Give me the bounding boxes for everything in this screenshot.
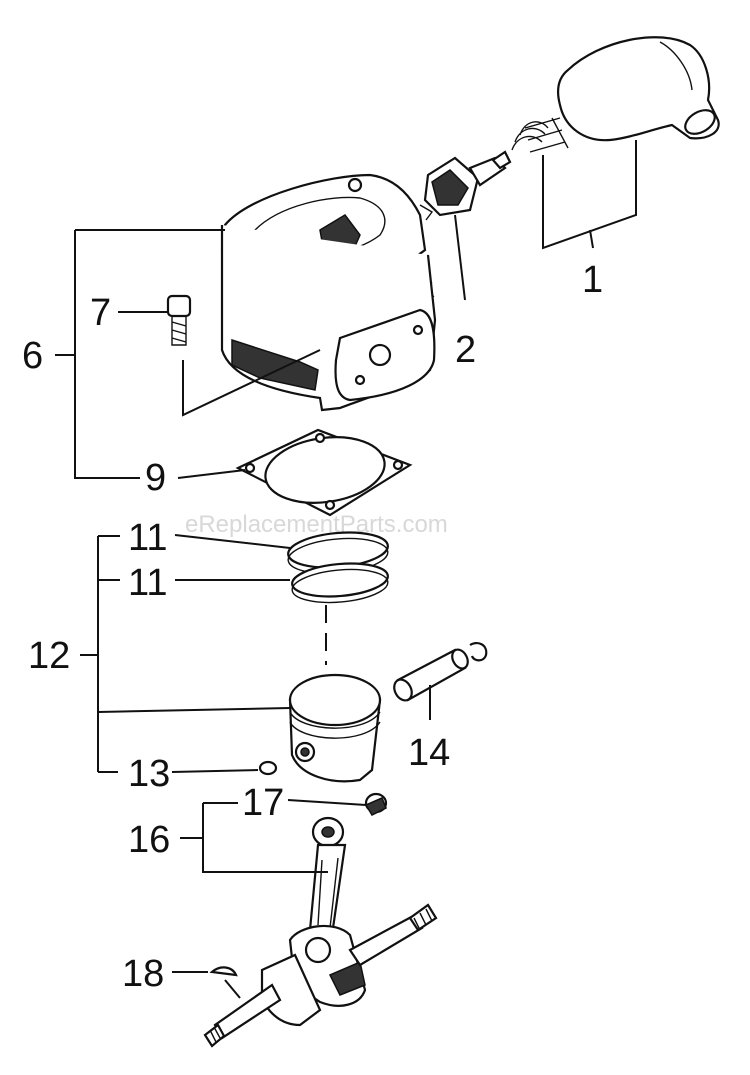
callout-6: 6 (22, 335, 43, 377)
callout-16: 16 (128, 819, 170, 861)
callout-7: 7 (90, 292, 111, 334)
callout-1: 1 (582, 259, 603, 301)
spark-plug (419, 150, 512, 221)
leader-2 (454, 214, 466, 301)
leader-17 (287, 799, 367, 806)
screw (166, 294, 192, 346)
callout-18: 18 (122, 953, 164, 995)
leader-13 (171, 769, 259, 773)
callout-2: 2 (455, 329, 476, 371)
cylinder (220, 173, 437, 412)
leader-18-link (224, 979, 241, 999)
leader-11a (174, 534, 291, 549)
woodruff-key (209, 966, 238, 977)
callout-11-lower: 11 (128, 562, 167, 604)
callout-17: 17 (242, 782, 284, 824)
leader-12-c (97, 707, 291, 713)
boot-spring (511, 117, 569, 153)
leader-6-bracket (74, 230, 140, 479)
leader-1-stem (589, 229, 594, 249)
watermark: eReplacementParts.com (185, 511, 448, 538)
callout-13: 13 (128, 753, 170, 795)
needle-bearing (364, 792, 388, 816)
crankshaft (203, 816, 438, 1048)
callout-11-upper: 11 (128, 517, 167, 559)
leader-9 (177, 469, 246, 479)
piston (288, 673, 382, 783)
spark-plug-boot (557, 36, 720, 142)
leader-16-bracket (202, 803, 328, 873)
circlip-13 (258, 760, 278, 776)
callout-9: 9 (145, 457, 166, 499)
screw-assembly-line (182, 349, 321, 417)
piston-ring-lower (291, 562, 389, 604)
callout-14: 14 (408, 732, 450, 774)
circlip-14 (469, 641, 488, 662)
piston-pin (393, 648, 469, 702)
gasket (235, 428, 413, 517)
callout-12: 12 (28, 635, 70, 677)
